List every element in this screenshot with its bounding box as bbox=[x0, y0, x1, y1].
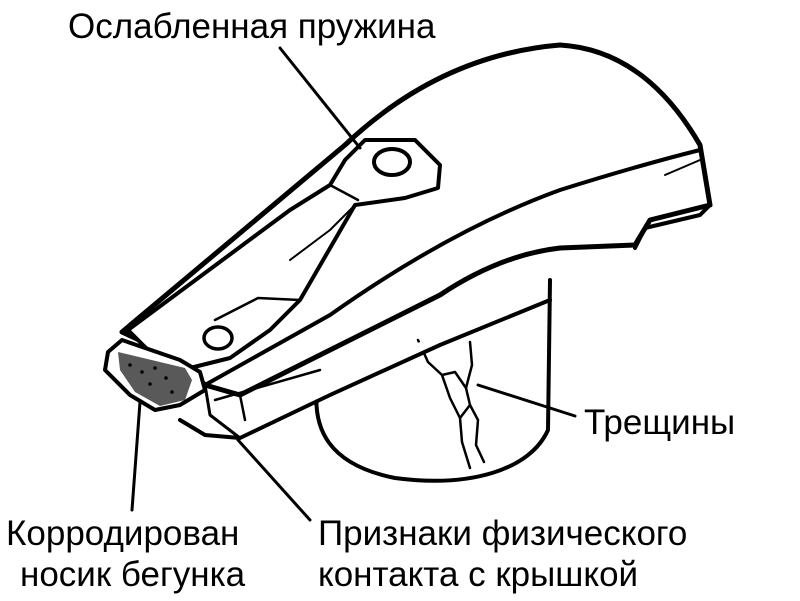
label-contact-line2: контакта с крышкой bbox=[318, 555, 639, 594]
leader-cracks bbox=[476, 383, 577, 418]
label-weak-spring: Ослабленная пружина bbox=[68, 7, 436, 46]
label-cracks: Трещины bbox=[584, 403, 736, 442]
label-corroded-line2: носик бегунка bbox=[20, 555, 246, 594]
leader-lines bbox=[130, 46, 577, 522]
label-contact-line1: Признаки физического bbox=[318, 514, 688, 553]
spring-arm bbox=[126, 138, 442, 370]
corroded-tip bbox=[103, 338, 207, 412]
leader-weak-spring bbox=[278, 46, 362, 150]
cracks-drawing bbox=[416, 338, 486, 470]
leader-cap-contact bbox=[236, 438, 312, 522]
label-corroded-line1: Корродирован bbox=[6, 514, 240, 553]
rotor-shaft bbox=[314, 278, 552, 483]
leader-corroded-tip bbox=[130, 400, 142, 512]
